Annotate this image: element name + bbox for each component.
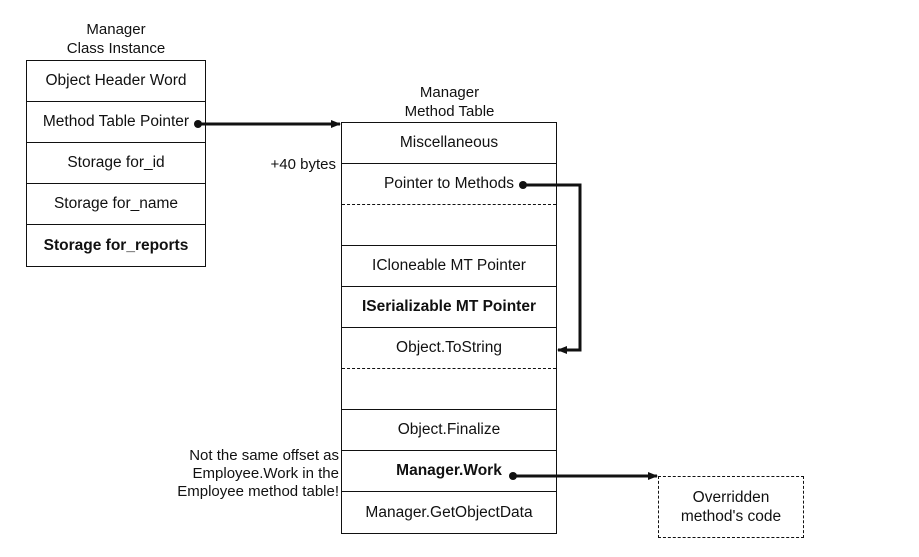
mt-row-object-finalize: Object.Finalize xyxy=(342,410,556,451)
instance-title-line2: Class Instance xyxy=(66,40,166,57)
method-table-title: Manager Method Table xyxy=(342,83,557,121)
method-table: Miscellaneous Pointer to Methods IClonea… xyxy=(341,122,557,534)
instance-title: Manager Class Instance xyxy=(26,20,206,58)
mt-row-icloneable: ICloneable MT Pointer xyxy=(342,246,556,287)
offset-note-line2: Employee.Work in the xyxy=(192,465,339,482)
offset-note: Not the same offset as Employee.Work in … xyxy=(150,447,339,501)
mt-row-pointer-to-methods: Pointer to Methods xyxy=(342,164,556,205)
instance-row-storage-name: Storage for_name xyxy=(27,184,205,225)
instance-row-storage-id: Storage for_id xyxy=(27,143,205,184)
class-instance-table: Object Header Word Method Table Pointer … xyxy=(26,60,206,267)
instance-row-storage-reports: Storage for_reports xyxy=(43,236,189,254)
pointer-to-methods-arrow xyxy=(519,181,582,354)
instance-row-method-table-pointer: Method Table Pointer xyxy=(27,102,205,143)
mt-row-manager-getobjectdata: Manager.GetObjectData xyxy=(365,503,533,521)
overridden-code-line2: method's code xyxy=(680,508,782,525)
mt-row-gap-2 xyxy=(342,369,556,410)
mt-pointer-arrow xyxy=(194,120,341,128)
method-table-title-line1: Manager xyxy=(419,84,480,101)
offset-label: +40 bytes xyxy=(270,156,336,173)
mt-row-iserializable: ISerializable MT Pointer xyxy=(342,287,556,328)
offset-note-line1: Not the same offset as xyxy=(189,447,339,464)
mt-row-manager-work: Manager.Work xyxy=(342,451,556,492)
mt-row-gap-1 xyxy=(342,205,556,246)
overridden-code-line1: Overridden xyxy=(692,489,770,506)
offset-note-line3: Employee method table! xyxy=(177,483,339,500)
mt-row-object-tostring: Object.ToString xyxy=(342,328,556,369)
method-table-title-line2: Method Table xyxy=(404,103,495,120)
overridden-code-box: Overridden method's code xyxy=(658,476,804,538)
manager-work-arrow xyxy=(509,472,658,480)
instance-title-line1: Manager xyxy=(86,21,146,38)
instance-row-header-word: Object Header Word xyxy=(27,61,205,102)
mt-row-miscellaneous: Miscellaneous xyxy=(342,123,556,164)
